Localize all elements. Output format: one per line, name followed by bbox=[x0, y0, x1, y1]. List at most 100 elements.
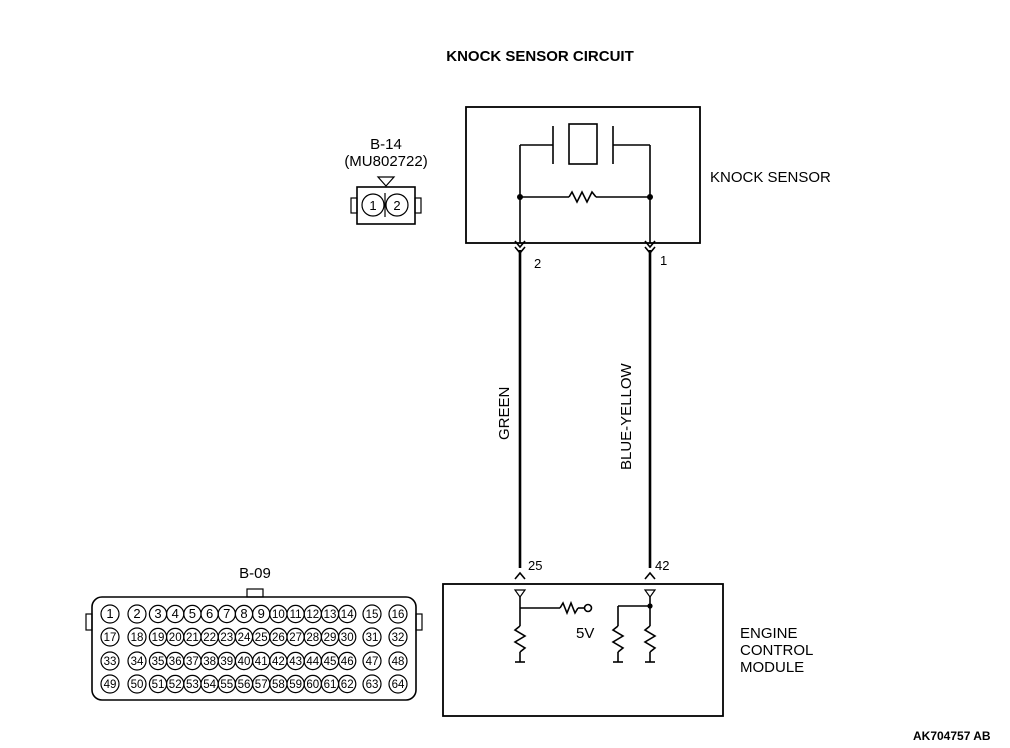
connector-b09-pin-label: 55 bbox=[220, 679, 233, 691]
connector-b09-pin-circle bbox=[388, 674, 408, 694]
connector-b09-pin-label: 44 bbox=[306, 656, 319, 668]
knock-sensor bbox=[465, 106, 701, 244]
blue-yellow-wire-label: BLUE-YELLOW bbox=[618, 362, 635, 470]
connector-b09-pin-label: 31 bbox=[366, 632, 379, 644]
connector-b09-pin-label: 36 bbox=[169, 656, 182, 668]
connector-b14-name: B-14 bbox=[370, 136, 402, 153]
connector-b09-pin-circle bbox=[100, 674, 120, 694]
ecm-pin-25: 25 bbox=[528, 558, 542, 573]
connector-b09-pin-label: 16 bbox=[392, 609, 405, 621]
connector-b09-pin-label: 32 bbox=[392, 632, 405, 644]
connector-b09-pin-label: 33 bbox=[104, 656, 117, 668]
connector-b09-pin-label: 11 bbox=[290, 609, 302, 621]
connector-b09-pin-label: 39 bbox=[220, 656, 233, 668]
sensor-pin-2: 2 bbox=[534, 256, 541, 271]
connector-b09-pin-label: 5 bbox=[189, 606, 196, 621]
connector-b09-pin-circle bbox=[388, 627, 408, 647]
ecm-internal-circuit bbox=[513, 589, 657, 663]
connector-b09-pin-label: 7 bbox=[223, 606, 230, 621]
connector-b09-pin-circle bbox=[362, 604, 382, 624]
connector-b09-pin-label: 45 bbox=[324, 656, 337, 668]
connector-b09-pin-label: 18 bbox=[131, 632, 144, 644]
connector-b09-pin-label: 3 bbox=[154, 606, 161, 621]
connector-b14-pin-1: 1 bbox=[369, 198, 376, 213]
connector-b09-pin-circle bbox=[362, 627, 382, 647]
connector-b09-pin-label: 29 bbox=[324, 632, 337, 644]
connector-b09-pin-label: 63 bbox=[366, 679, 379, 691]
connector-b09-pin-label: 57 bbox=[255, 679, 268, 691]
connector-b09-pin-label: 19 bbox=[152, 632, 165, 644]
ecm-terminal-chevrons bbox=[514, 571, 656, 580]
connector-b09-pin-label: 28 bbox=[306, 632, 319, 644]
figure-reference: AK704757 AB bbox=[913, 729, 991, 743]
connector-b09-pin-label: 40 bbox=[238, 656, 251, 668]
connector-b09-pin-label: 1 bbox=[106, 606, 113, 621]
connector-b14-pin-2: 2 bbox=[393, 198, 400, 213]
connector-b09-pin-label: 27 bbox=[289, 632, 302, 644]
connector-b09-pin-label: 12 bbox=[306, 609, 319, 621]
connector-b09-pin-label: 38 bbox=[203, 656, 216, 668]
connector-b09-pin-label: 48 bbox=[392, 656, 405, 668]
connector-b09-pin-label: 8 bbox=[240, 606, 247, 621]
piezo-element-symbol bbox=[519, 123, 651, 197]
connector-b09-pin-label: 62 bbox=[341, 679, 354, 691]
connector-b09-pin-label: 49 bbox=[104, 679, 117, 691]
connector-b09-pin-label: 2 bbox=[133, 606, 140, 621]
connector-b09-pin-circle bbox=[127, 651, 147, 671]
connector-b09-pin-circle bbox=[100, 627, 120, 647]
connector-b09-pin-label: 34 bbox=[131, 656, 144, 668]
connector-b09-name: B-09 bbox=[239, 565, 271, 582]
connector-b09-pin-label: 35 bbox=[152, 656, 165, 668]
diagram-title: KNOCK SENSOR CIRCUIT bbox=[446, 48, 634, 65]
connector-b09-pin-label: 15 bbox=[366, 609, 379, 621]
connector-b09-pin-label: 22 bbox=[203, 632, 216, 644]
connector-b09-pin-label: 46 bbox=[341, 656, 354, 668]
connector-b09-pin-label: 13 bbox=[324, 609, 337, 621]
connector-b09-pin-circle bbox=[100, 651, 120, 671]
connector-b09-pin-label: 60 bbox=[306, 679, 319, 691]
sensor-resistor-symbol bbox=[517, 190, 653, 204]
connector-b09-pin-label: 51 bbox=[152, 679, 165, 691]
connector-b09-pin-circle bbox=[388, 604, 408, 624]
connector-b09-pin-label: 59 bbox=[289, 679, 302, 691]
connector-b09-pin-circle bbox=[388, 651, 408, 671]
connector-b09-pin-label: 56 bbox=[238, 679, 251, 691]
ecm-box bbox=[442, 583, 724, 717]
green-wire-label: GREEN bbox=[496, 387, 513, 440]
connector-b09-pin-label: 42 bbox=[272, 656, 285, 668]
connector-b09-pin-label: 23 bbox=[220, 632, 233, 644]
knock-sensor-label: KNOCK SENSOR bbox=[710, 169, 831, 186]
connector-b09-pin-label: 10 bbox=[272, 609, 285, 621]
connector-b09-pin-label: 53 bbox=[186, 679, 199, 691]
ecm-label-line-1: ENGINE bbox=[740, 625, 798, 642]
connector-b09-pin-label: 54 bbox=[203, 679, 216, 691]
connector-b09-pin-circle bbox=[100, 604, 120, 624]
ecm-pin-42: 42 bbox=[655, 558, 669, 573]
connector-b09-pin-label: 37 bbox=[186, 656, 199, 668]
sensor-pin-1: 1 bbox=[660, 253, 667, 268]
connector-b09-pin-circle bbox=[338, 604, 357, 624]
ecm-5v-label: 5V bbox=[576, 625, 594, 642]
connector-b14 bbox=[350, 176, 422, 225]
connector-b09-pin-label: 21 bbox=[186, 632, 199, 644]
connector-b09-pin-label: 61 bbox=[324, 679, 337, 691]
connector-b09-pin-circle bbox=[362, 651, 382, 671]
connector-b09-pin-circle bbox=[338, 651, 357, 671]
knock-sensor-box bbox=[465, 106, 701, 244]
connector-b09-pin-label: 17 bbox=[104, 632, 117, 644]
connector-b09-pin-label: 52 bbox=[169, 679, 182, 691]
connector-b09-pin-circle bbox=[127, 674, 147, 694]
connector-b09-pin-label: 26 bbox=[272, 632, 285, 644]
connector-b09-pin-label: 64 bbox=[392, 679, 405, 691]
ecm-label-line-3: MODULE bbox=[740, 659, 804, 676]
connector-b09-pin-label: 47 bbox=[366, 656, 379, 668]
connector-b09-pin-label: 43 bbox=[289, 656, 302, 668]
connector-b09-pin-circle bbox=[338, 627, 357, 647]
connector-b09-pin-circle bbox=[362, 674, 382, 694]
ecm-label-line-2: CONTROL bbox=[740, 642, 813, 659]
connector-b09-pin-label: 20 bbox=[169, 632, 182, 644]
connector-b09-pin-label: 58 bbox=[272, 679, 285, 691]
connector-b09-pin-circle bbox=[127, 627, 147, 647]
